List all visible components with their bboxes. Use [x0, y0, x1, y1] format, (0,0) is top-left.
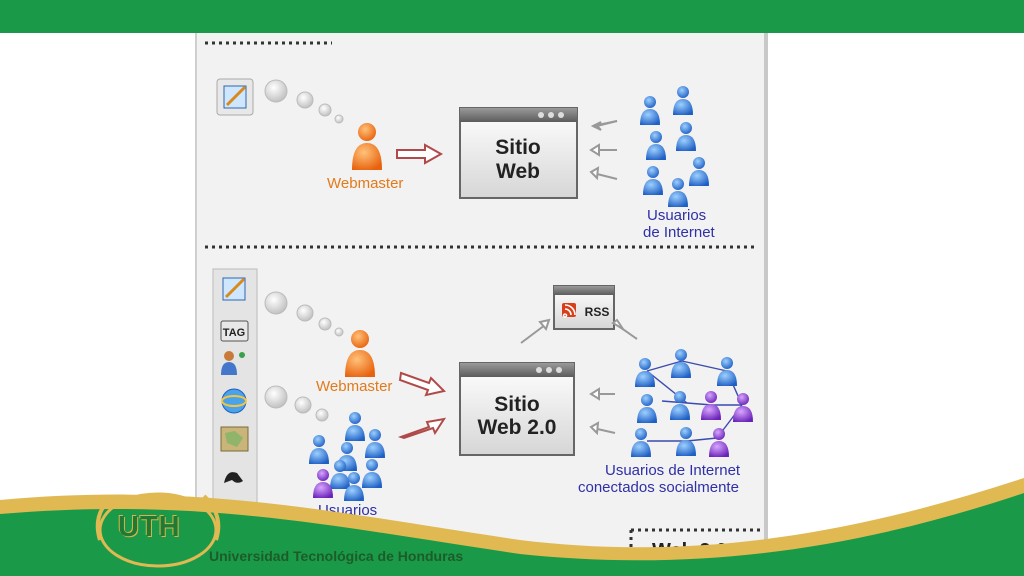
site2-title-line2: Web 2.0: [478, 416, 557, 439]
diagram-panel: Webmaster Sitio Web Usuarios de Internet: [195, 33, 768, 576]
internet-users-group: [640, 86, 709, 207]
site-box-web1: Sitio Web: [459, 107, 578, 199]
globe-icon: [221, 388, 247, 414]
uth-logo-text: UTH: [118, 511, 181, 543]
contributors-label-line1: Usuarios: [318, 502, 377, 519]
arrow-webmaster-to-site: [396, 143, 444, 165]
site2-title-line1: Sitio: [494, 393, 540, 416]
contributors-group: [309, 412, 385, 501]
thought-bubbles-2: [264, 291, 344, 422]
social-users-group: [631, 349, 753, 457]
header-bar: [0, 0, 1024, 33]
users-label-line2: de Internet: [643, 224, 716, 241]
rss-label: RSS: [585, 305, 610, 319]
edit-tool-icon-2: [222, 277, 246, 301]
web20-corner-badge: Web 2.0: [629, 528, 764, 576]
site-box-web2: Sitio Web 2.0: [459, 362, 575, 456]
edit-tool-icon: [216, 78, 254, 116]
site-title-line2: Web: [496, 160, 540, 183]
map-icon: [220, 426, 249, 452]
social-label-line1: Usuarios de Internet: [605, 462, 741, 479]
tool-sidebar: TAG: [212, 268, 258, 570]
webmaster-label-2: Webmaster: [316, 378, 392, 395]
arrows-users-to-site: [589, 120, 618, 181]
social-label-line2: conectados socialmente: [578, 479, 739, 496]
arrow-webmaster-to-site-2: [397, 371, 447, 440]
webmaster-person-icon: [352, 123, 382, 170]
people-share-icon: [221, 351, 245, 375]
web-comparison-diagram: Webmaster Sitio Web Usuarios de Internet: [205, 41, 764, 576]
webmaster-label: Webmaster: [327, 175, 403, 192]
rss-box: RSS: [553, 285, 615, 330]
rss-arrows: [520, 318, 638, 344]
university-name: Universidad Tecnológica de Honduras: [209, 548, 464, 564]
site-title-line1: Sitio: [495, 136, 541, 159]
webmaster-person-icon-2: [345, 330, 375, 377]
thought-bubbles: [264, 79, 344, 124]
tag-icon: TAG: [220, 320, 249, 342]
arrows-social-to-site: [589, 387, 616, 436]
users-label-line1: Usuarios: [647, 207, 706, 224]
web20-corner-label: Web 2.0: [652, 540, 727, 562]
contributors-label-line2: contribuyentes: [299, 518, 397, 535]
svg-text:TAG: TAG: [223, 327, 245, 339]
